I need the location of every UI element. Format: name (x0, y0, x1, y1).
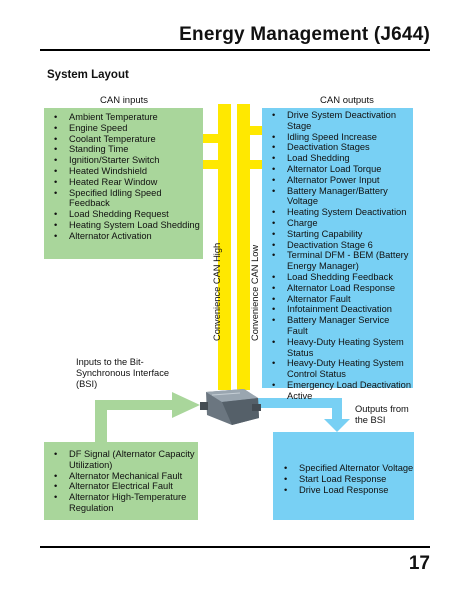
list-item: Alternator Activation (52, 231, 202, 242)
list-item: Emergency Load Deactivation Active (270, 380, 412, 402)
can-inputs-list: Ambient TemperatureEngine SpeedCoolant T… (52, 112, 202, 242)
footer-rule (40, 546, 430, 548)
control-module-icon (200, 389, 261, 425)
list-item: Ambient Temperature (52, 112, 202, 123)
header-rule (40, 49, 430, 51)
list-item: Ignition/Starter Switch (52, 155, 202, 166)
bsi-output-arrow (258, 398, 350, 432)
list-item: DF Signal (Alternator Capacity Utilizati… (52, 449, 197, 471)
can-inputs-heading: CAN inputs (100, 95, 149, 106)
can-high-bus (218, 104, 231, 390)
list-item: Heating System Load Shedding (52, 220, 202, 231)
list-item: Alternator High-Temperature Regulation (52, 492, 197, 514)
list-item: Terminal DFM - BEM (Battery Energy Manag… (270, 250, 412, 272)
list-item: Charge (270, 218, 412, 229)
list-item: Alternator Load Torque (270, 164, 412, 175)
can-outputs-heading: CAN outputs (320, 95, 374, 106)
list-item: Starting Capability (270, 229, 412, 240)
list-item: Heating System Deactivation (270, 207, 412, 218)
list-item: Idling Speed Increase (270, 132, 412, 143)
list-item: Heavy-Duty Heating System Status (270, 337, 412, 359)
page-title: Energy Management (J644) (179, 24, 430, 45)
bsi-outputs-list: Specified Alternator VoltageStart Load R… (282, 463, 417, 495)
list-item: Infotainment Deactivation (270, 304, 412, 315)
list-item: Heated Rear Window (52, 177, 202, 188)
bsi-inputs-list: DF Signal (Alternator Capacity Utilizati… (52, 449, 197, 514)
list-item: Specified Idling Speed Feedback (52, 188, 202, 210)
list-item: Alternator Electrical Fault (52, 481, 197, 492)
list-item: Drive System Deactivation Stage (270, 110, 412, 132)
list-item: Alternator Fault (270, 294, 412, 305)
section-title: System Layout (47, 69, 129, 81)
list-item: Start Load Response (282, 474, 417, 485)
list-item: Heated Windshield (52, 166, 202, 177)
list-item: Battery Manager/Battery Voltage (270, 186, 412, 208)
list-item: Standing Time (52, 144, 202, 155)
can-outputs-list: Drive System Deactivation StageIdling Sp… (270, 110, 412, 402)
can-output-connector (250, 126, 262, 135)
bsi-inputs-label: Inputs to the Bit-Synchronous Interface … (76, 357, 170, 389)
list-item: Engine Speed (52, 123, 202, 134)
list-item: Drive Load Response (282, 485, 417, 496)
bsi-outputs-label: Outputs from the BSI (355, 404, 409, 425)
list-item: Alternator Mechanical Fault (52, 471, 197, 482)
list-item: Alternator Load Response (270, 283, 412, 294)
can-input-connector (203, 160, 218, 169)
list-item: Load Shedding Request (52, 209, 202, 220)
list-item: Coolant Temperature (52, 134, 202, 145)
bsi-input-arrow (95, 392, 200, 442)
list-item: Specified Alternator Voltage (282, 463, 417, 474)
list-item: Deactivation Stages (270, 142, 412, 153)
page-number: 17 (408, 553, 430, 574)
can-input-connector (203, 134, 218, 143)
can-output-connector (250, 160, 262, 169)
list-item: Deactivation Stage 6 (270, 240, 412, 251)
can-low-label: Convenience CAN Low (250, 244, 260, 341)
can-high-label: Convenience CAN High (212, 242, 222, 341)
list-item: Load Shedding Feedback (270, 272, 412, 283)
list-item: Heavy-Duty Heating System Control Status (270, 358, 412, 380)
list-item: Alternator Power Input (270, 175, 412, 186)
list-item: Battery Manager Service Fault (270, 315, 412, 337)
can-low-bus (237, 104, 250, 390)
list-item: Load Shedding (270, 153, 412, 164)
